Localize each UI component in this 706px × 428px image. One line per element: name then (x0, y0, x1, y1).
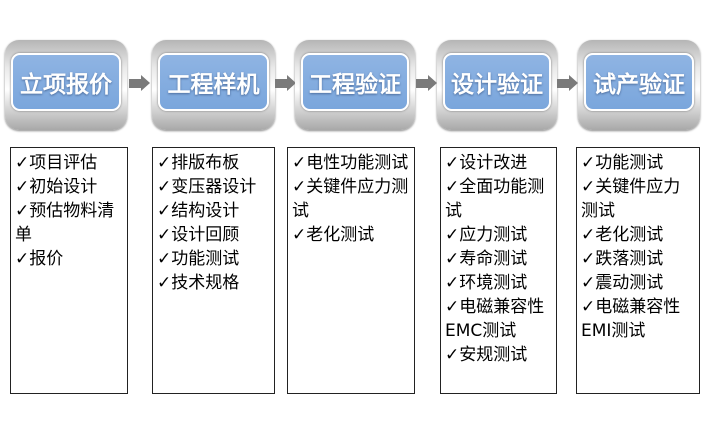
list-item: ✓项目评估 (15, 153, 98, 173)
list-item: ✓关键件应力测试 (292, 177, 409, 221)
list-item: ✓初始设计 (15, 177, 98, 197)
stage-evt: 工程验证 (295, 40, 415, 130)
list-item: ✓跌落测试 (581, 249, 664, 269)
arrow-icon (129, 75, 151, 91)
list-item: ✓设计回顾 (157, 225, 240, 245)
stage-engineering-sample: 工程样机 (152, 40, 275, 130)
stage-title: 设计验证 (443, 53, 551, 111)
list-item: ✓应力测试 (445, 225, 528, 245)
list-item: ✓技术规格 (157, 273, 240, 293)
stage-title: 工程样机 (158, 53, 269, 111)
list-item: ✓电性功能测试 (292, 153, 409, 173)
arrow-icon (275, 75, 297, 91)
list-item: ✓预估物料清单 (15, 201, 115, 245)
list-item: ✓全面功能测试 (445, 177, 545, 221)
stage-dvt: 设计验证 (437, 40, 557, 130)
list-item: ✓变压器设计 (157, 177, 257, 197)
arrow-icon (557, 75, 579, 91)
list-item: ✓环境测试 (445, 273, 528, 293)
list-item: ✓安规测试 (445, 345, 528, 365)
list-item: ✓功能测试 (157, 249, 240, 269)
list-item: ✓老化测试 (581, 225, 664, 245)
list-item: ✓报价 (15, 249, 64, 269)
arrow-icon (416, 75, 438, 91)
list-item: ✓寿命测试 (445, 249, 528, 269)
stage-pvt: 试产验证 (578, 40, 700, 130)
stage-title: 试产验证 (584, 53, 694, 111)
stage-title: 立项报价 (11, 53, 121, 111)
list-item: ✓震动测试 (581, 273, 664, 293)
list-item: ✓功能测试 (581, 153, 664, 173)
items-box-0: ✓项目评估 ✓初始设计 ✓预估物料清单 ✓报价 (10, 147, 128, 394)
list-item: ✓排版布板 (157, 153, 240, 173)
list-item: ✓结构设计 (157, 201, 240, 221)
list-item: ✓老化测试 (292, 225, 375, 245)
list-item: ✓电磁兼容性EMI测试 (581, 297, 681, 341)
list-item: ✓设计改进 (445, 153, 528, 173)
stage-quotation: 立项报价 (5, 40, 127, 130)
list-item: ✓关键件应力测试 (581, 177, 681, 221)
stage-title: 工程验证 (301, 53, 409, 111)
items-box-2: ✓电性功能测试 ✓关键件应力测试 ✓老化测试 (287, 147, 415, 394)
items-box-3: ✓设计改进 ✓全面功能测试 ✓应力测试 ✓寿命测试 ✓环境测试 ✓电磁兼容性EM… (440, 147, 557, 394)
items-box-1: ✓排版布板 ✓变压器设计 ✓结构设计 ✓设计回顾 ✓功能测试 ✓技术规格 (152, 147, 275, 394)
items-box-4: ✓功能测试 ✓关键件应力测试 ✓老化测试 ✓跌落测试 ✓震动测试 ✓电磁兼容性E… (576, 147, 700, 394)
list-item: ✓电磁兼容性EMC测试 (445, 297, 545, 341)
